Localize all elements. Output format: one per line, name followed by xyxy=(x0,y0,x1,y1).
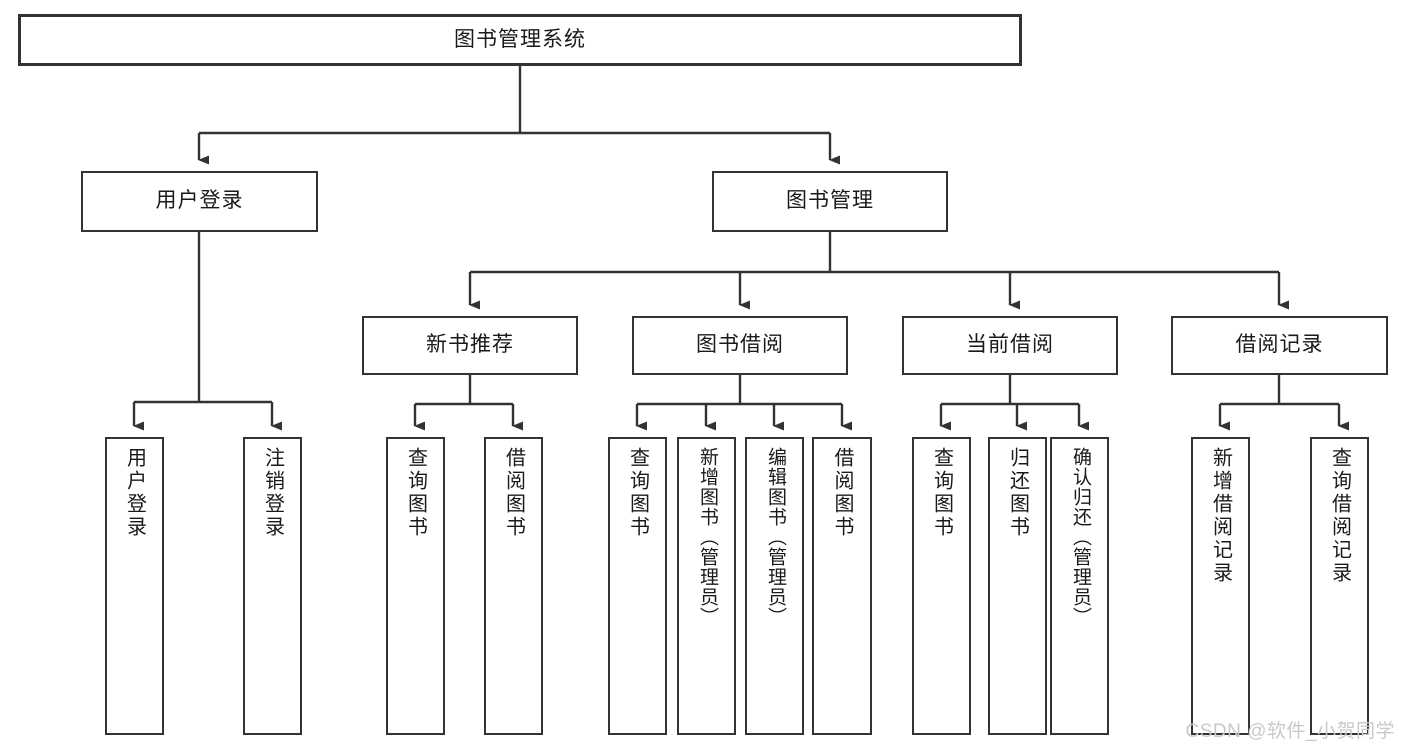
node-book-management-label: 图书管理 xyxy=(786,189,874,213)
node-leaf-borrow-book-1[interactable]: 借阅图书 xyxy=(484,437,543,735)
node-borrow-record[interactable]: 借阅记录 xyxy=(1171,316,1388,375)
node-leaf-confirm-return-admin[interactable]: 确认归还（管理员） xyxy=(1050,437,1109,735)
node-book-management[interactable]: 图书管理 xyxy=(712,171,948,232)
node-leaf-add-book-admin-label: 新增图书（管理员） xyxy=(696,447,718,627)
node-leaf-add-book-admin[interactable]: 新增图书（管理员） xyxy=(677,437,736,735)
node-leaf-edit-book-admin-label: 编辑图书（管理员） xyxy=(764,447,786,627)
node-new-book-recommend-label: 新书推荐 xyxy=(426,333,514,357)
node-leaf-edit-book-admin[interactable]: 编辑图书（管理员） xyxy=(745,437,804,735)
node-leaf-user-login[interactable]: 用户登录 xyxy=(105,437,164,735)
node-leaf-logout-login-label: 注销登录 xyxy=(261,447,284,539)
node-root[interactable]: 图书管理系统 xyxy=(18,14,1022,66)
node-user-login[interactable]: 用户登录 xyxy=(81,171,318,232)
node-leaf-borrow-book-1-label: 借阅图书 xyxy=(502,447,525,539)
node-leaf-query-book-1[interactable]: 查询图书 xyxy=(386,437,445,735)
csdn-watermark: CSDN @软件_小贺同学 xyxy=(1185,721,1395,742)
node-leaf-add-borrow-record-label: 新增借阅记录 xyxy=(1209,447,1232,585)
node-leaf-query-book-3-label: 查询图书 xyxy=(930,447,953,539)
node-book-borrow[interactable]: 图书借阅 xyxy=(632,316,848,375)
node-leaf-logout-login[interactable]: 注销登录 xyxy=(243,437,302,735)
node-user-login-label: 用户登录 xyxy=(155,189,244,213)
node-leaf-add-borrow-record[interactable]: 新增借阅记录 xyxy=(1191,437,1250,735)
node-leaf-query-book-2[interactable]: 查询图书 xyxy=(608,437,667,735)
node-leaf-borrow-book-2[interactable]: 借阅图书 xyxy=(812,437,872,735)
node-leaf-query-borrow-record[interactable]: 查询借阅记录 xyxy=(1310,437,1369,735)
node-leaf-confirm-return-admin-label: 确认归还（管理员） xyxy=(1069,447,1091,627)
node-borrow-record-label: 借阅记录 xyxy=(1235,333,1324,357)
node-leaf-query-book-1-label: 查询图书 xyxy=(404,447,427,539)
node-current-borrow-label: 当前借阅 xyxy=(966,333,1054,357)
node-leaf-query-book-3[interactable]: 查询图书 xyxy=(912,437,971,735)
node-leaf-user-login-label: 用户登录 xyxy=(123,447,146,539)
node-root-label: 图书管理系统 xyxy=(454,27,586,51)
node-leaf-return-book[interactable]: 归还图书 xyxy=(988,437,1047,735)
node-leaf-query-borrow-record-label: 查询借阅记录 xyxy=(1328,447,1351,585)
node-book-borrow-label: 图书借阅 xyxy=(696,333,784,357)
node-current-borrow[interactable]: 当前借阅 xyxy=(902,316,1118,375)
node-leaf-borrow-book-2-label: 借阅图书 xyxy=(831,447,853,539)
node-new-book-recommend[interactable]: 新书推荐 xyxy=(362,316,578,375)
node-leaf-query-book-2-label: 查询图书 xyxy=(626,447,649,539)
node-leaf-return-book-label: 归还图书 xyxy=(1006,447,1029,539)
